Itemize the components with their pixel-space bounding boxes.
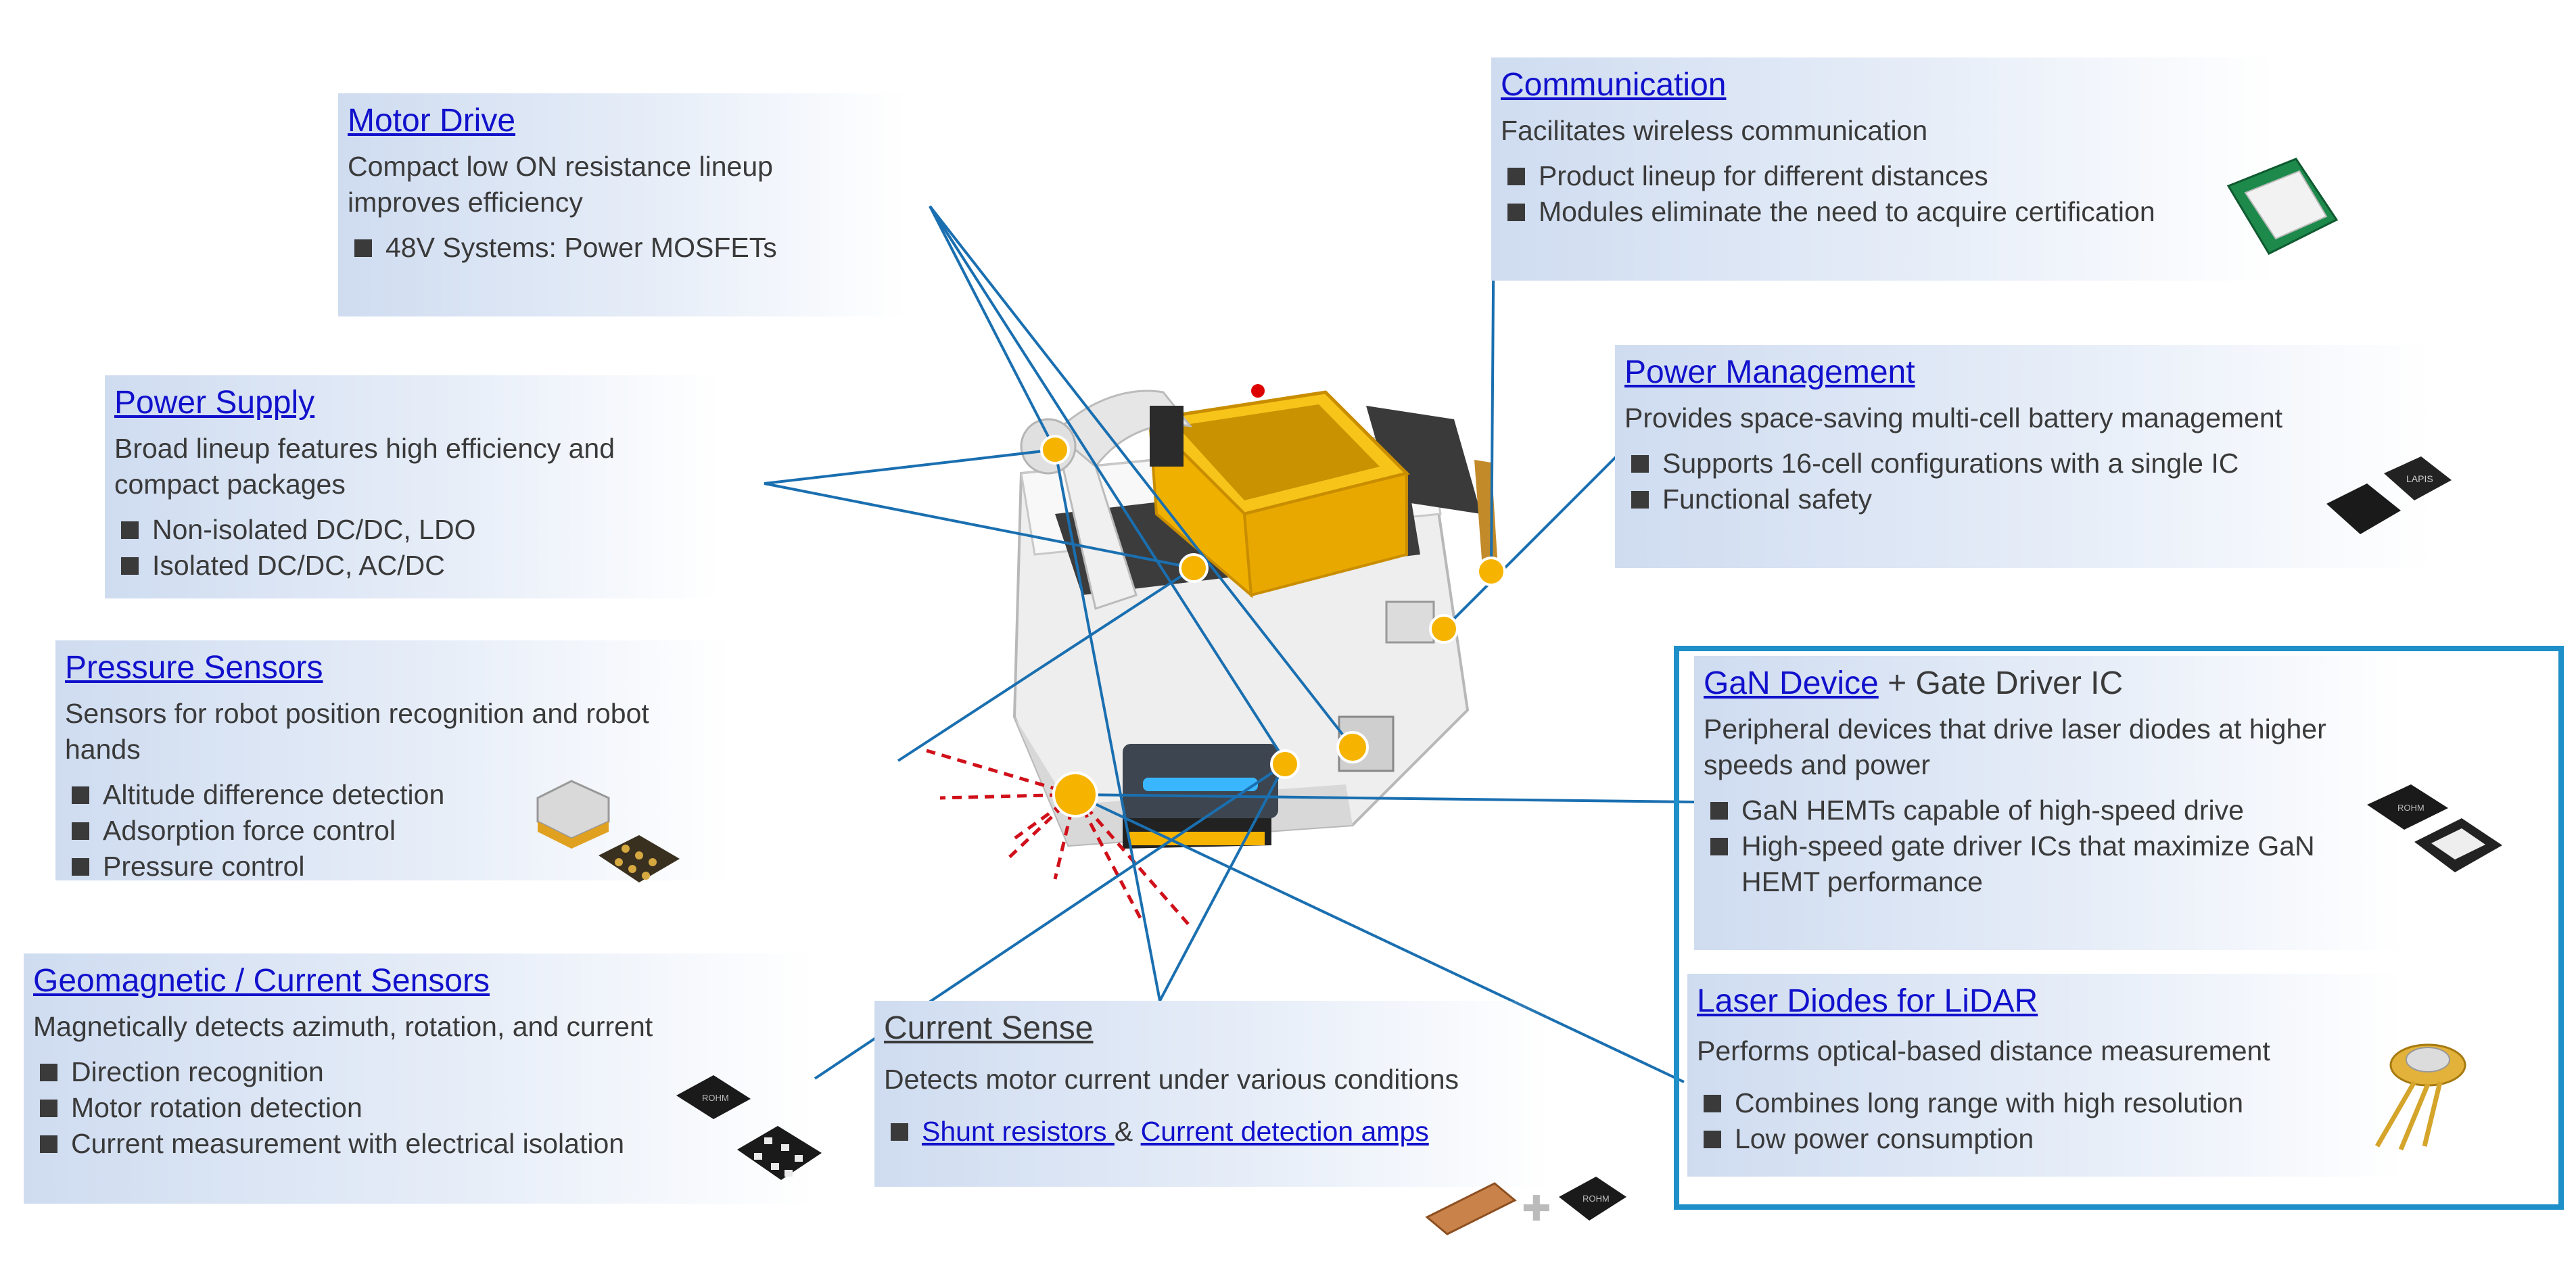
gan-device-card: GaN Device + Gate Driver IC Peripheral d… xyxy=(1694,656,2404,950)
svg-text:LAPIS: LAPIS xyxy=(2406,473,2433,484)
current-sense-title: Current Sense xyxy=(884,1010,1094,1046)
shunt-resistors-link[interactable]: Shunt resistors xyxy=(922,1116,1115,1147)
svg-text:ROHM: ROHM xyxy=(2397,803,2425,813)
power-management-desc: Provides space-saving multi-cell battery… xyxy=(1624,402,2283,433)
pressure-sensors-link[interactable]: Pressure Sensors xyxy=(65,650,323,686)
plus-icon: ✚ xyxy=(1522,1189,1551,1229)
pressure-sensor-image xyxy=(536,780,680,882)
laser-diodes-card: Laser Diodes for LiDAR Performs optical-… xyxy=(1687,974,2404,1177)
list-item: High-speed gate driver ICs that maximize… xyxy=(1704,828,2370,900)
marker-dots xyxy=(1040,435,1506,818)
list-item: Low power consumption xyxy=(1697,1121,2395,1157)
battery-ic-image: LAPIS xyxy=(2326,456,2452,534)
shunt-amp-image: ✚ ROHM xyxy=(1425,1177,1626,1235)
power-management-link[interactable]: Power Management xyxy=(1624,354,1915,390)
amr-robot-illustration xyxy=(1012,384,1498,849)
laser-diodes-link[interactable]: Laser Diodes for LiDAR xyxy=(1697,983,2038,1019)
list-item: Altitude difference detection xyxy=(65,777,722,813)
leader-lines xyxy=(764,104,1695,1083)
list-item: Product lineup for different distances xyxy=(1501,158,2266,194)
gan-laser-highlight-box xyxy=(1674,646,2564,1210)
list-item: Current measurement with electrical isol… xyxy=(33,1126,805,1162)
list-item: Modules eliminate the need to acquire ce… xyxy=(1501,194,2266,230)
list-item: Motor rotation detection xyxy=(33,1090,805,1126)
list-item: GaN HEMTs capable of high-speed drive xyxy=(1704,793,2395,828)
geomagnetic-sensors-desc: Magnetically detects azimuth, rotation, … xyxy=(33,1011,653,1042)
list-item: Supports 16-cell configurations with a s… xyxy=(1624,446,2424,481)
communication-desc: Facilitates wireless communication xyxy=(1501,115,1928,146)
ampersand-text: & xyxy=(1114,1116,1141,1147)
list-item: Non-isolated DC/DC, LDO xyxy=(114,512,711,548)
list-item: Shunt resistors & Current detection amps xyxy=(884,1114,1541,1150)
geomagnetic-sensor-image: ROHM xyxy=(676,1075,822,1180)
list-item: Combines long range with high resolution xyxy=(1697,1085,2395,1121)
current-sense-card: Current Sense Detects motor current unde… xyxy=(874,1001,1551,1187)
list-item: 48V Systems: Power MOSFETs xyxy=(348,230,897,266)
motor-drive-link[interactable]: Motor Drive xyxy=(348,103,516,139)
svg-text:ROHM: ROHM xyxy=(702,1093,729,1103)
geomagnetic-sensors-link[interactable]: Geomagnetic / Current Sensors xyxy=(33,963,490,999)
power-supply-card: Power Supply Broad lineup features high … xyxy=(105,375,720,598)
svg-text:ROHM: ROHM xyxy=(1583,1194,1610,1204)
power-supply-link[interactable]: Power Supply xyxy=(114,385,315,421)
geomagnetic-sensors-card: Geomagnetic / Current Sensors Magnetical… xyxy=(24,953,815,1204)
motor-drive-desc: Compact low ON resistance lineup improve… xyxy=(348,151,773,218)
pressure-sensors-desc: Sensors for robot position recognition a… xyxy=(65,698,649,765)
laser-diodes-desc: Performs optical-based distance measurem… xyxy=(1697,1035,2270,1066)
power-supply-desc: Broad lineup features high efficiency an… xyxy=(114,433,615,500)
gan-device-desc: Peripheral devices that drive laser diod… xyxy=(1704,713,2326,780)
laser-diode-image xyxy=(2374,1043,2466,1151)
pressure-sensors-card: Pressure Sensors Sensors for robot posit… xyxy=(55,640,732,882)
current-sense-desc: Detects motor current under various cond… xyxy=(884,1064,1459,1095)
list-item: Pressure control xyxy=(65,849,722,884)
current-detection-amps-link[interactable]: Current detection amps xyxy=(1140,1116,1429,1147)
wireless-module-image xyxy=(2226,158,2339,255)
power-management-card: Power Management Provides space-saving m… xyxy=(1615,345,2433,568)
list-item: Direction recognition xyxy=(33,1054,805,1090)
motor-drive-card: Motor Drive Compact low ON resistance li… xyxy=(338,93,906,316)
list-item: Functional safety xyxy=(1624,481,2424,517)
list-item: Isolated DC/DC, AC/DC xyxy=(114,548,711,584)
communication-link[interactable]: Communication xyxy=(1501,67,1727,103)
gate-driver-title: + Gate Driver IC xyxy=(1878,665,2124,701)
gan-device-image: ROHM xyxy=(2367,784,2502,872)
gan-device-link[interactable]: GaN Device xyxy=(1704,665,1879,701)
communication-card: Communication Facilitates wireless commu… xyxy=(1491,57,2276,281)
list-item: Adsorption force control xyxy=(65,813,722,849)
